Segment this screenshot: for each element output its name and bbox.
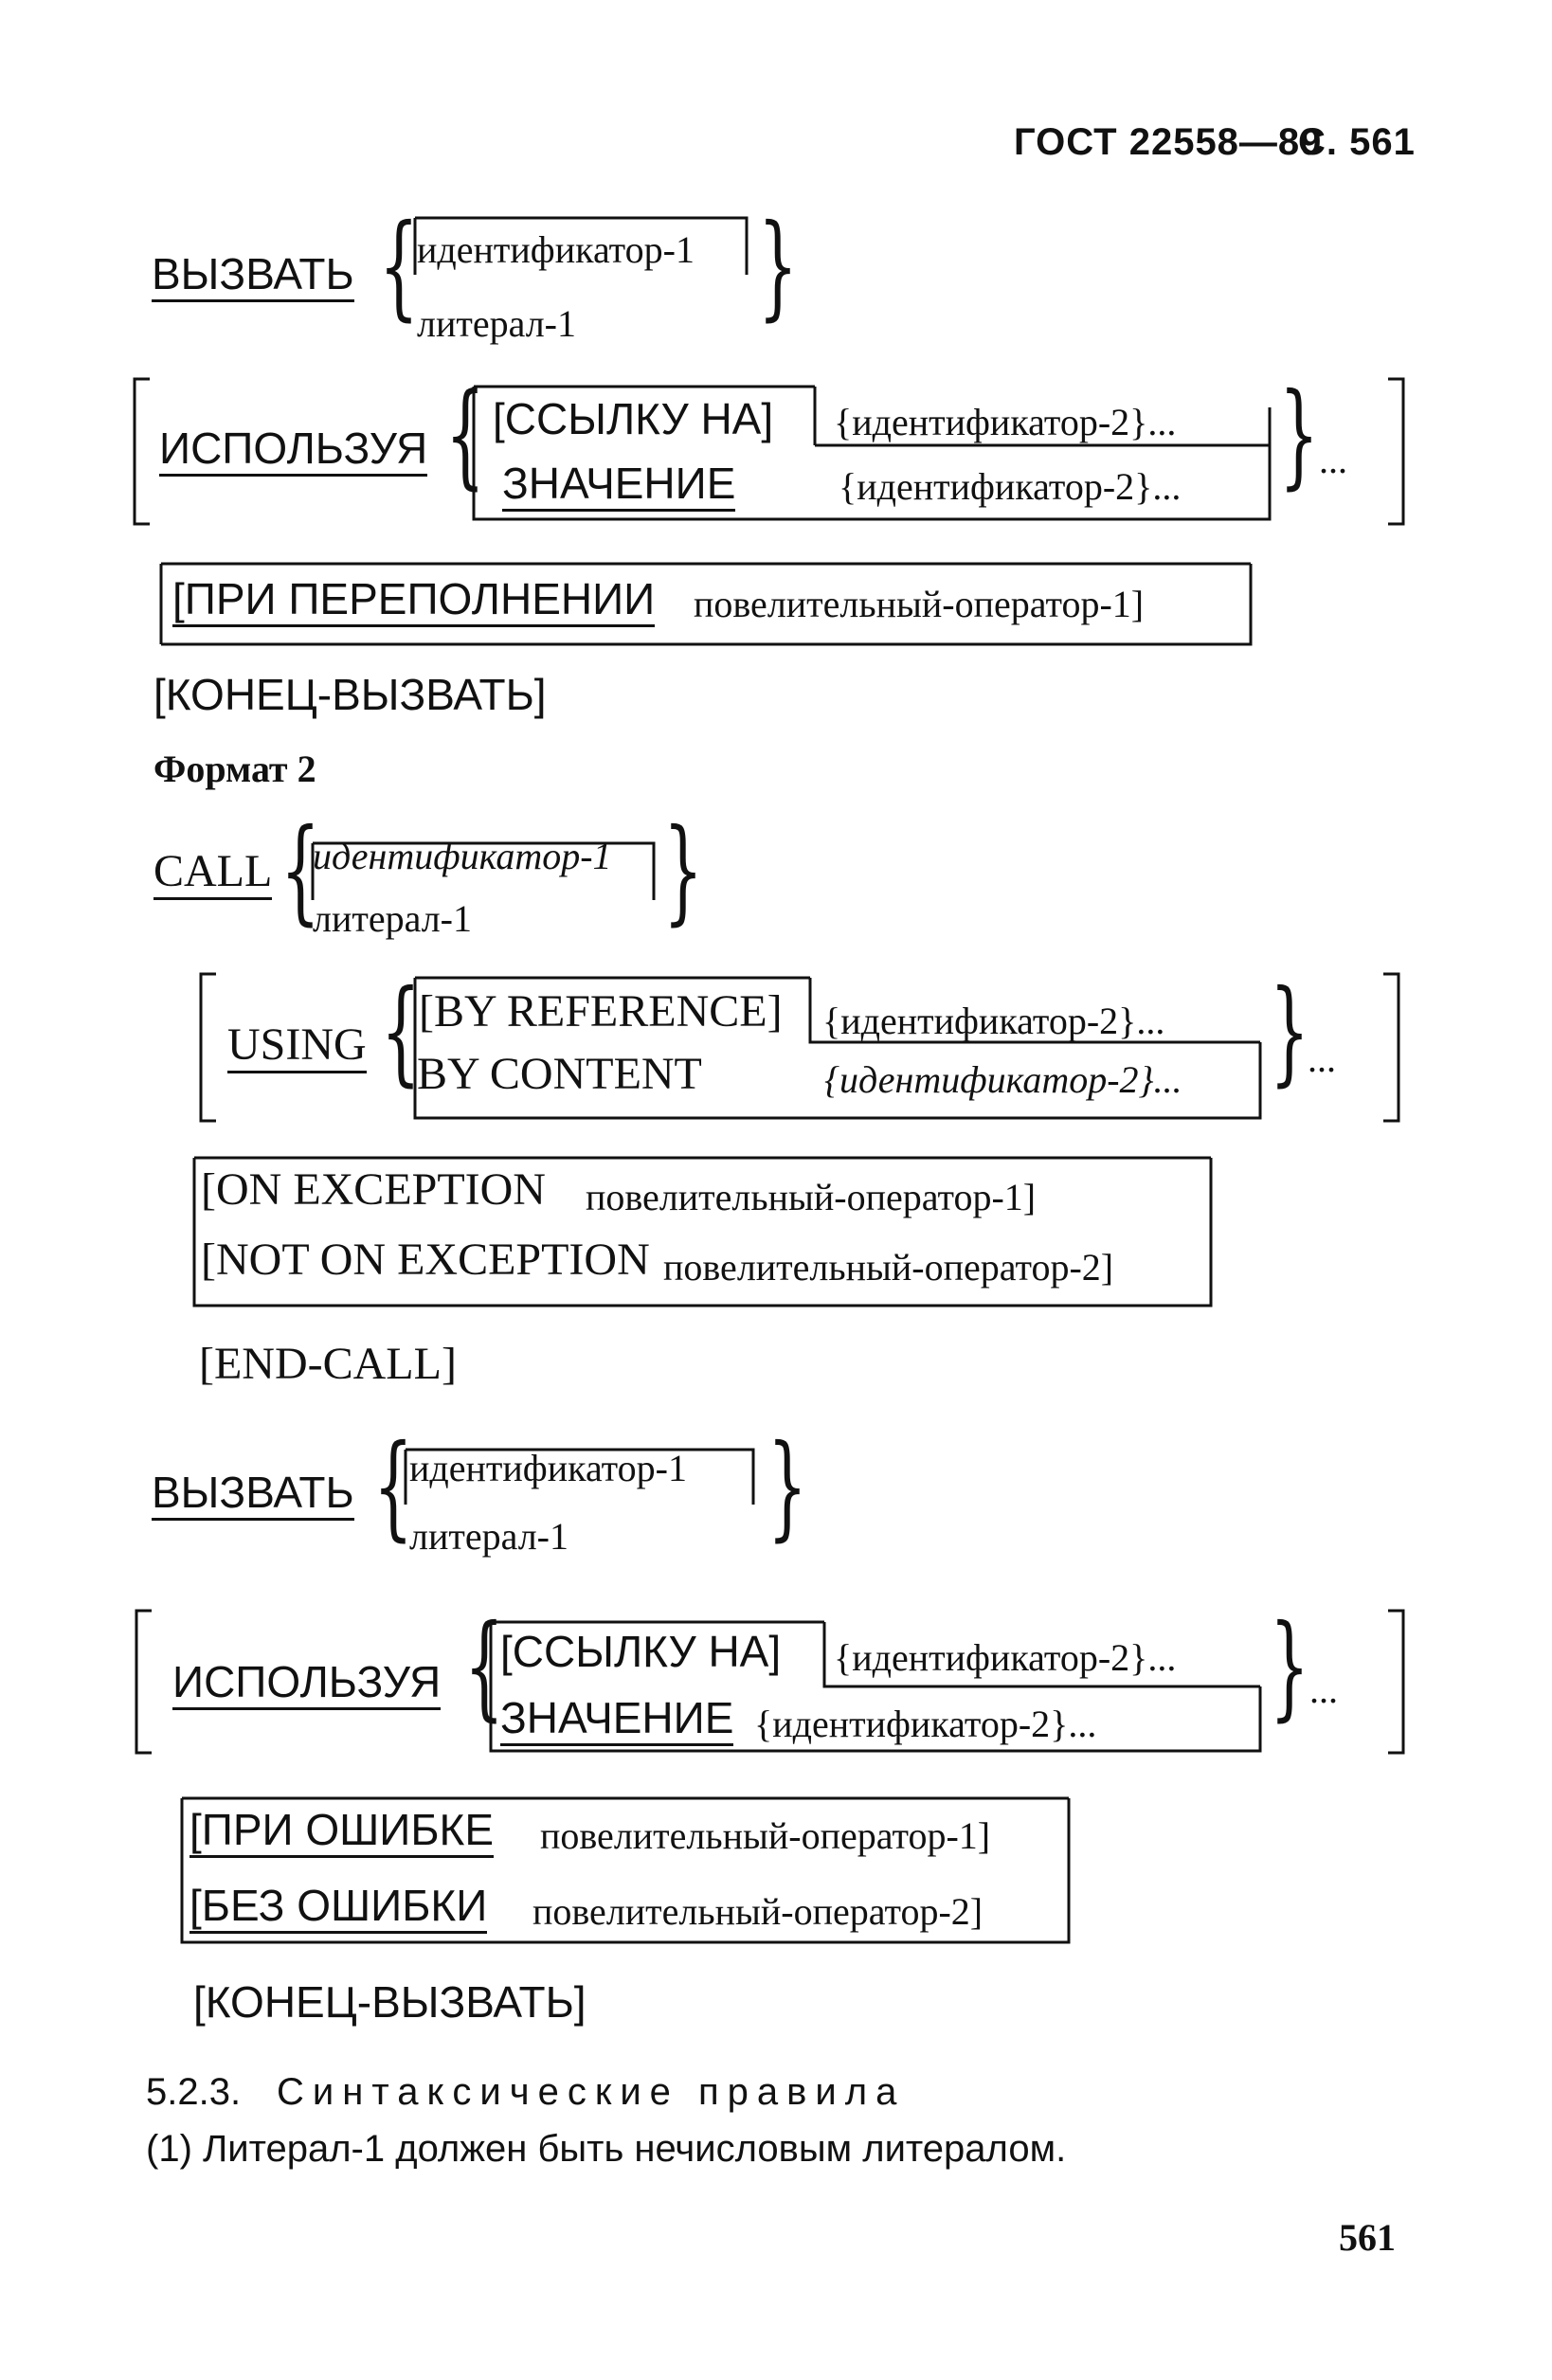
identifier-1: идентификатор-1 xyxy=(417,228,695,271)
on-error-statement: повелительный-оператор-1] xyxy=(540,1814,991,1857)
repeat-ellipsis-en: ... xyxy=(1308,1037,1336,1080)
using-left-brace: { xyxy=(445,370,485,501)
by-value-option: ЗНАЧЕНИЕ xyxy=(502,458,736,512)
on-error-keyword: [ПРИ ОШИБКЕ xyxy=(189,1804,495,1858)
identifier-1-en: идентификатор-1 xyxy=(313,835,612,877)
left-brace: { xyxy=(379,201,419,333)
call-keyword: ВЫЗВАТЬ xyxy=(152,248,354,302)
by-value-ru: ЗНАЧЕНИЕ xyxy=(500,1692,734,1746)
identifier-2-ru-by-reference: {идентификатор-2}... xyxy=(834,1636,1177,1679)
using-keyword-en: USING xyxy=(227,1019,367,1073)
section-title: Синтаксические правила xyxy=(277,2071,906,2113)
using-ru-right-brace: } xyxy=(1270,1601,1309,1733)
using-keyword-ru: ИСПОЛЬЗУЯ xyxy=(172,1656,442,1710)
by-content-en: BY CONTENT xyxy=(417,1049,702,1099)
end-call-en: [END-CALL] xyxy=(199,1339,457,1389)
identifier-2-by-value: {идентификатор-2}... xyxy=(839,465,1182,508)
using-ru-left-brace: { xyxy=(464,1601,504,1733)
call-left-brace: { xyxy=(280,805,320,937)
no-error-keyword: [БЕЗ ОШИБКИ xyxy=(189,1880,488,1934)
literal-1: литерал-1 xyxy=(417,302,576,345)
identifier-2-en-by-content: {идентификатор-2}... xyxy=(824,1058,1182,1101)
call-right-brace: } xyxy=(663,805,703,937)
on-exception-keyword: [ON EXCEPTION xyxy=(201,1164,546,1215)
call-keyword-ru: ВЫЗВАТЬ xyxy=(152,1467,354,1521)
using-en-left-brace: { xyxy=(381,966,421,1098)
overflow-statement: повелительный-оператор-1] xyxy=(694,583,1145,625)
format-2-title: Формат 2 xyxy=(153,748,316,790)
section-number: 5.2.3. xyxy=(146,2071,242,2113)
overflow-keyword: [ПРИ ПЕРЕПОЛНЕНИИ xyxy=(172,573,656,627)
page-number: 561 xyxy=(1339,2216,1396,2259)
by-reference-en: [BY REFERENCE] xyxy=(419,986,783,1037)
by-reference-option: [ССЫЛКУ НА] xyxy=(493,394,774,443)
page-header-standard: ГОСТ 22558—89 xyxy=(1014,121,1323,163)
using-right-brace: } xyxy=(1279,370,1319,501)
on-exception-statement: повелительный-оператор-1] xyxy=(586,1176,1037,1218)
repeat-ellipsis: ... xyxy=(1319,439,1347,481)
page-header-page-ref: С. 561 xyxy=(1298,121,1416,163)
syntax-rule-1: (1) Литерал-1 должен быть нечисловым лит… xyxy=(146,2128,1067,2170)
using-keyword: ИСПОЛЬЗУЯ xyxy=(159,423,428,477)
end-call-keyword: [КОНЕЦ-ВЫЗВАТЬ] xyxy=(153,670,547,719)
not-on-exception-keyword: [NOT ON EXCEPTION xyxy=(201,1235,650,1285)
identifier-1-ru: идентификатор-1 xyxy=(409,1447,687,1489)
using-en-right-brace: } xyxy=(1270,966,1309,1098)
no-error-statement: повелительный-оператор-2] xyxy=(532,1890,984,1933)
literal-1-en: литерал-1 xyxy=(313,897,472,940)
identifier-2-by-reference: {идентификатор-2}... xyxy=(834,401,1177,443)
not-on-exception-statement: повелительный-оператор-2] xyxy=(663,1246,1114,1289)
identifier-2-ru-by-value: {идентификатор-2}... xyxy=(754,1703,1097,1745)
call-ru-left-brace: { xyxy=(373,1421,413,1553)
identifier-2-en-by-reference: {идентификатор-2}... xyxy=(822,1000,1165,1042)
repeat-ellipsis-ru: ... xyxy=(1309,1668,1338,1711)
call-keyword-en: CALL xyxy=(153,845,273,900)
call-ru-right-brace: } xyxy=(767,1421,807,1553)
by-reference-ru: [ССЫЛКУ НА] xyxy=(500,1627,782,1676)
end-call-ru: [КОНЕЦ-ВЫЗВАТЬ] xyxy=(193,1977,587,2027)
right-brace: } xyxy=(758,201,798,333)
literal-1-ru: литерал-1 xyxy=(409,1515,568,1558)
